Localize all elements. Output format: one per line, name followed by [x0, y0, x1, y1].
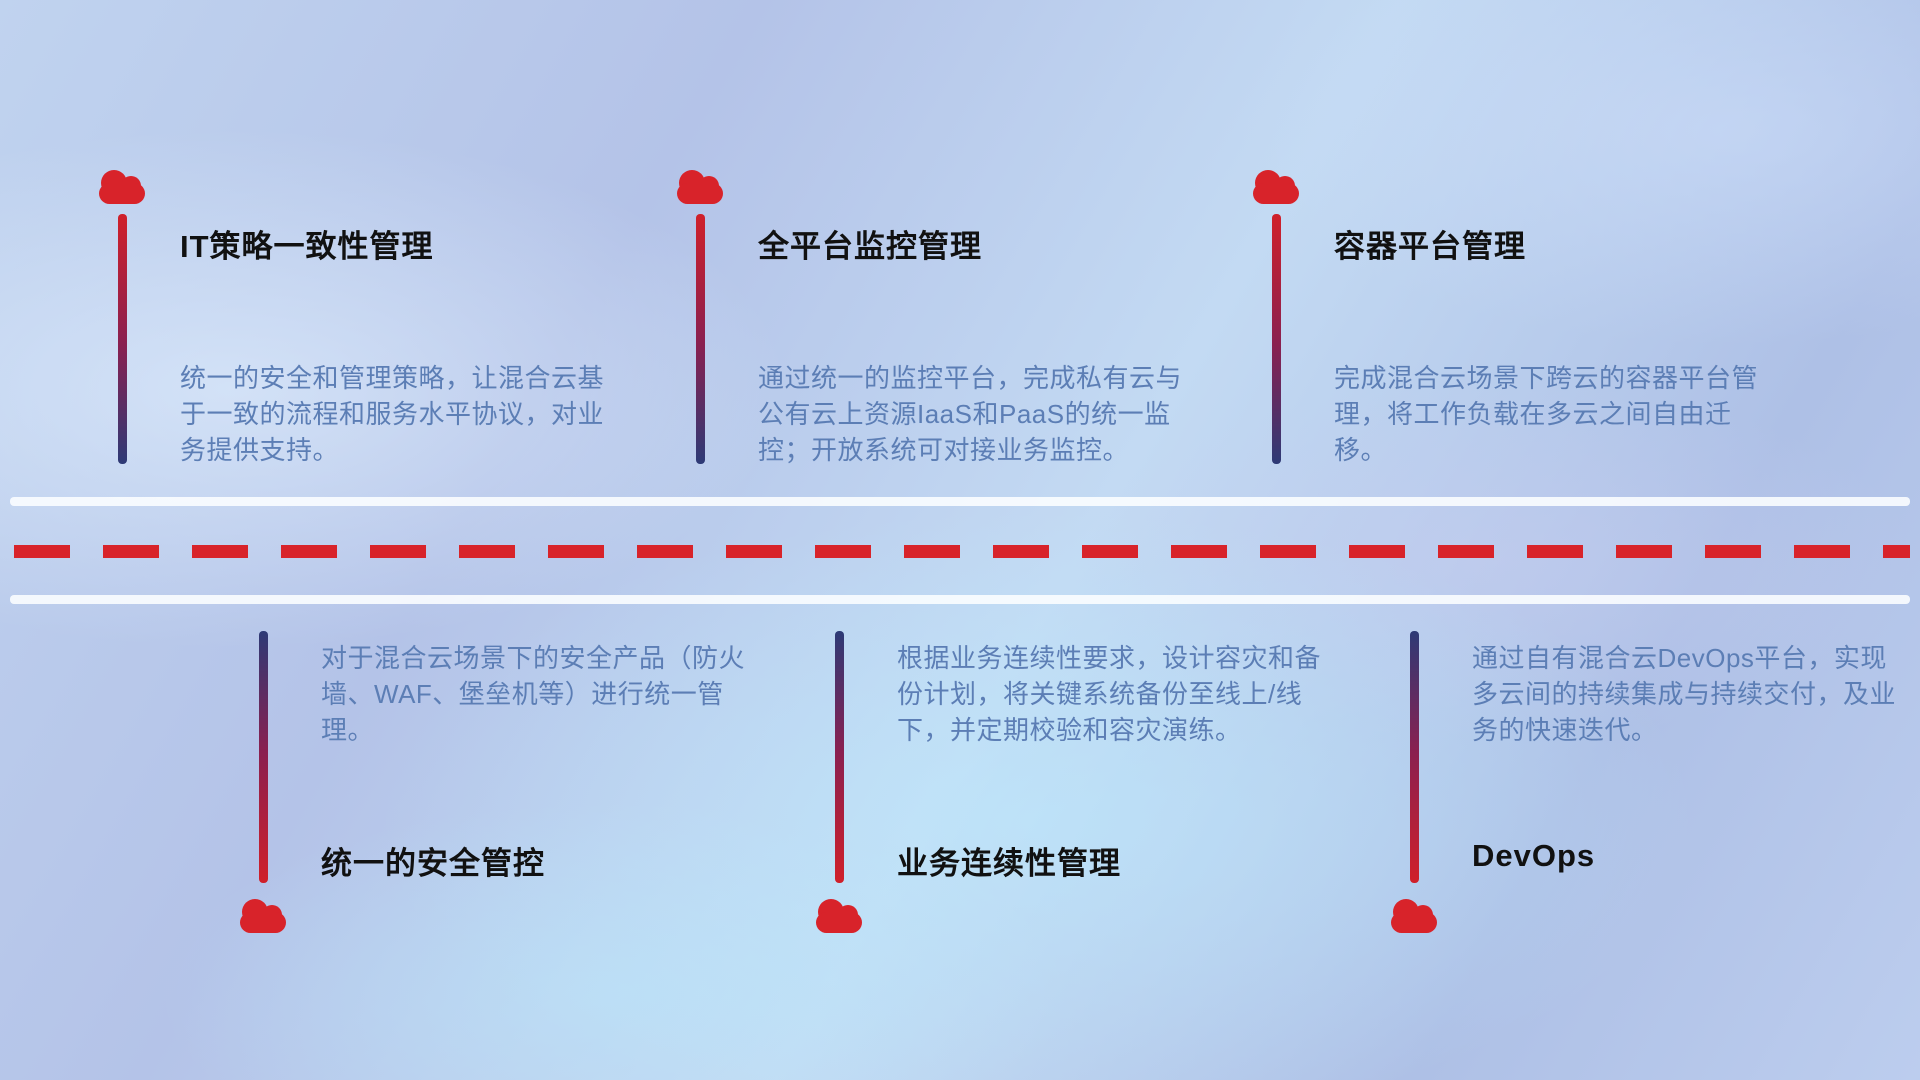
cloud-icon	[94, 167, 150, 205]
pillar-title: 容器平台管理	[1334, 229, 1526, 264]
cloud-icon	[235, 896, 291, 934]
cloud-icon	[1386, 896, 1442, 934]
pillar-title: DevOps	[1472, 838, 1596, 873]
pillar-description: 根据业务连续性要求，设计容灾和备份计划，将关键系统备份至线上/线下，并定期校验和…	[897, 643, 1322, 745]
pillar-description: 完成混合云场景下跨云的容器平台管理，将工作负载在多云之间自由迁移。	[1334, 363, 1759, 465]
pillar-line	[695, 214, 705, 464]
pillar-description: 统一的安全和管理策略，让混合云基于一致的流程和服务水平协议，对业务提供支持。	[180, 363, 605, 465]
pillar-description: 通过统一的监控平台，完成私有云与公有云上资源IaaS和PaaS的统一监控；开放系…	[758, 363, 1183, 465]
pillar-line	[258, 631, 268, 883]
pillar-title: 统一的安全管控	[321, 846, 545, 881]
pillar-line	[1409, 631, 1419, 883]
pillar-line	[1271, 214, 1281, 464]
road-center-dashed-line	[14, 545, 1910, 558]
pillar-description: 对于混合云场景下的安全产品（防火墙、WAF、堡垒机等）进行统一管理。	[321, 643, 746, 745]
road-edge-top	[10, 497, 1910, 506]
pillar-line	[834, 631, 844, 883]
road-edge-bottom	[10, 595, 1910, 604]
pillar-title: 业务连续性管理	[897, 846, 1121, 881]
pillar-line	[117, 214, 127, 464]
pillar-title: 全平台监控管理	[758, 229, 982, 264]
cloud-icon	[672, 167, 728, 205]
cloud-icon	[811, 896, 867, 934]
pillar-title: IT策略一致性管理	[180, 229, 434, 264]
pillar-description: 通过自有混合云DevOps平台，实现多云间的持续集成与持续交付，及业务的快速迭代…	[1472, 643, 1897, 745]
cloud-icon	[1248, 167, 1304, 205]
